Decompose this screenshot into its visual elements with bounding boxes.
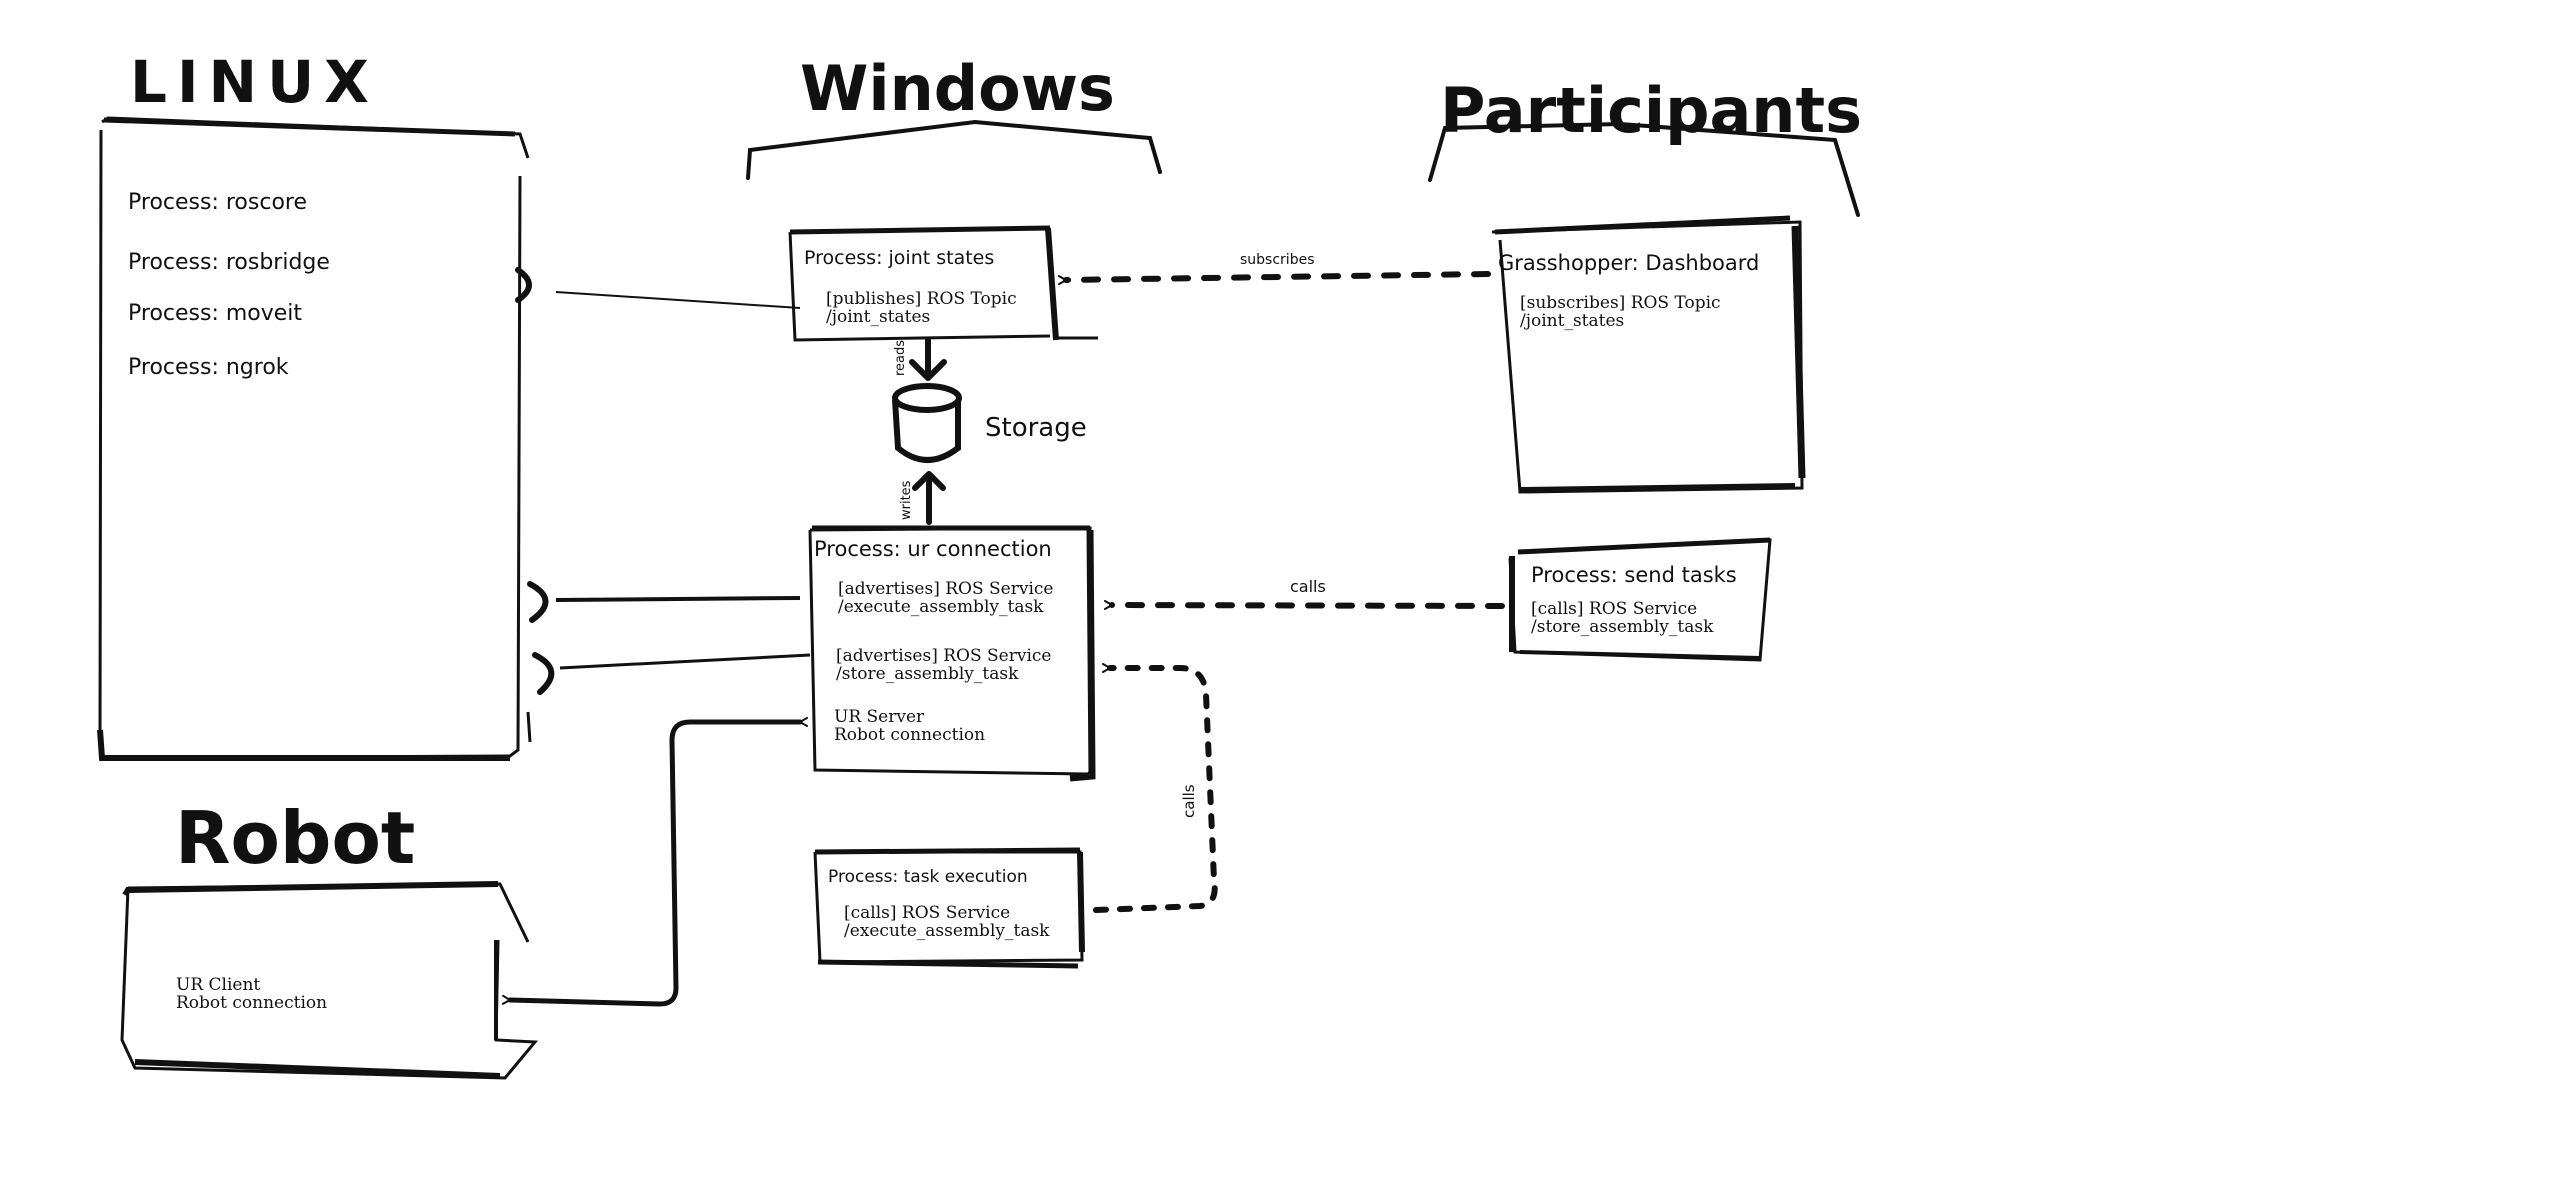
subscribes-label: subscribes [1240, 252, 1314, 268]
writes-arrow [912, 471, 946, 525]
link-linux-joint-states [555, 291, 801, 309]
link-linux-execute-assembly [555, 596, 801, 602]
task-execution-title: Process: task execution [828, 867, 1028, 887]
socket-store-assembly [532, 652, 555, 695]
socket-joint-states [515, 267, 532, 303]
heading-robot: Robot [175, 796, 415, 880]
linux-box [97, 116, 532, 761]
ur-server-line1: UR Server [834, 707, 925, 727]
ur-server-line2: Robot connection [834, 725, 985, 745]
joint-states-title: Process: joint states [804, 247, 994, 269]
ur-connection-box [808, 525, 1096, 782]
link-linux-store-assembly [559, 653, 811, 670]
ur-svc1-line1: [advertises] ROS Service [838, 579, 1054, 599]
linux-process-rosbridge: Process: rosbridge [128, 250, 330, 275]
ur-svc2-line2: /store_assembly_task [836, 664, 1019, 684]
robot-client-line2: Robot connection [176, 993, 327, 1013]
windows-group-bracket [746, 119, 1162, 180]
calls-send-tasks-label: calls [1290, 577, 1326, 596]
reads-arrow [909, 337, 947, 381]
task-execution-line1: [calls] ROS Service [844, 903, 1010, 923]
linux-process-roscore: Process: roscore [128, 190, 307, 215]
ur-svc2-line1: [advertises] ROS Service [836, 646, 1052, 666]
writes-label: writes [899, 480, 914, 520]
storage-label: Storage [985, 413, 1087, 443]
joint-states-box [788, 225, 1098, 342]
robot-connection-link [501, 717, 808, 1007]
calls-send-tasks-edge [1103, 599, 1505, 610]
dashboard-line1: [subscribes] ROS Topic [1520, 293, 1721, 313]
joint-states-line1: [publishes] ROS Topic [826, 289, 1017, 309]
send-tasks-line2: /store_assembly_task [1531, 617, 1714, 637]
socket-execute-assembly [527, 581, 549, 623]
robot-box [120, 881, 539, 1080]
dashboard-box [1491, 215, 1806, 494]
send-tasks-title: Process: send tasks [1531, 563, 1737, 587]
robot-client-line1: UR Client [176, 975, 260, 995]
task-execution-line2: /execute_assembly_task [844, 921, 1050, 941]
dashboard-title: Grasshopper: Dashboard [1498, 251, 1759, 275]
joint-states-line2: /joint_states [826, 307, 930, 327]
send-tasks-line1: [calls] ROS Service [1531, 599, 1697, 619]
task-execution-box [813, 847, 1085, 969]
heading-linux: LINUX [130, 48, 379, 116]
dashboard-line2: /joint_states [1520, 311, 1624, 331]
reads-label: reads [893, 340, 908, 376]
ur-connection-title: Process: ur connection [814, 537, 1052, 561]
participants-group-bracket [1428, 121, 1860, 217]
storage-cylinder-icon [892, 383, 962, 463]
send-tasks-box [1508, 537, 1772, 662]
ur-svc1-line2: /execute_assembly_task [838, 597, 1044, 617]
heading-windows: Windows [800, 52, 1115, 125]
linux-process-ngrok: Process: ngrok [128, 355, 289, 380]
linux-process-moveit: Process: moveit [128, 301, 302, 326]
calls-task-execution-label: calls [1180, 784, 1198, 818]
subscribes-edge [1057, 271, 1491, 286]
